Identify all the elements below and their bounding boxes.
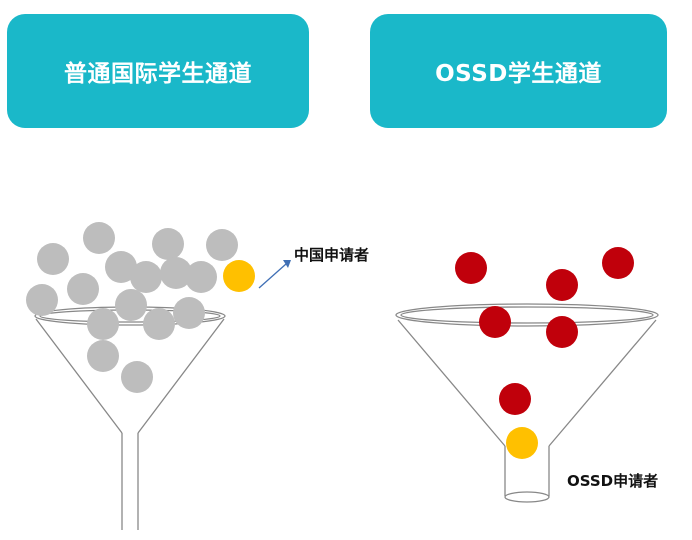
gray-balls [26,222,238,393]
gray-ball [160,257,192,289]
gray-ball [105,251,137,283]
red-ball [499,383,531,415]
gray-ball [185,261,217,293]
gray-ball [115,289,147,321]
red-balls [455,247,634,415]
general-international-channel-banner: 普通国际学生通道 [7,14,309,128]
ossd-applicant-label: OSSD申请者 [567,472,659,490]
right-funnel-rim-inner [400,306,654,324]
chinese-applicant-ball [223,260,255,292]
gray-ball [143,308,175,340]
left-funnel [34,306,226,530]
gray-ball [121,361,153,393]
red-ball [479,306,511,338]
right-funnel-stem [504,446,550,496]
gray-ball [26,284,58,316]
red-ball [455,252,487,284]
left-funnel-cone [35,318,225,434]
left-funnel-stem [121,433,139,530]
right-funnel [395,303,659,503]
right-funnel-stem-mouth [504,491,550,503]
red-ball [546,269,578,301]
right-funnel-rim [395,303,659,327]
gray-ball [87,308,119,340]
arrow-icon [258,260,291,289]
gray-ball [87,340,119,372]
red-ball [602,247,634,279]
gray-ball [206,229,238,261]
gray-ball [83,222,115,254]
red-ball [546,316,578,348]
gray-ball [67,273,99,305]
ossd-channel-banner: OSSD学生通道 [370,14,667,128]
ossd-applicant-ball [506,427,538,459]
gray-ball [173,297,205,329]
gray-ball [130,261,162,293]
right-funnel-cone [397,319,657,447]
chinese-applicant-label: 中国申请者 [294,246,370,264]
gray-ball [37,243,69,275]
gray-ball [152,228,184,260]
